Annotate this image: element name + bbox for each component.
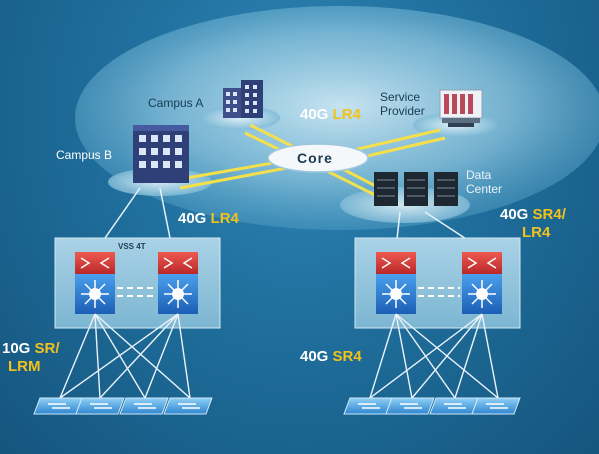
top-link-speed: 40G <box>300 106 329 123</box>
provider-label-line1: Service <box>380 90 421 104</box>
access-switch-icon <box>75 397 125 415</box>
left-uplink-label: 40G LR4 <box>178 210 239 228</box>
right-uplink-speed: 40G <box>500 206 529 223</box>
left-access-type-line1: SR/ <box>34 340 60 357</box>
vss-label: VSS 4T <box>118 242 146 251</box>
provider-label: Service Provider <box>380 90 425 118</box>
access-switch-icon <box>429 397 479 415</box>
campus-a-building-icon <box>223 80 263 118</box>
data-center-label-line2: Center <box>466 182 503 196</box>
left-access-switches <box>33 397 213 415</box>
access-switch-icon <box>385 397 435 415</box>
access-switch-icon <box>343 397 393 415</box>
provider-label-line2: Provider <box>380 104 425 118</box>
core-node <box>267 143 369 173</box>
right-access-type: SR4 <box>332 348 362 365</box>
data-center-label: Data Center <box>466 168 502 196</box>
right-access-label: 40G SR4 <box>300 348 362 366</box>
right-access-switches <box>343 397 521 415</box>
left-access-links <box>59 313 191 399</box>
right-uplink-label: 40G SR4/ LR4 <box>500 206 566 242</box>
left-uplink-type: LR4 <box>210 210 239 227</box>
campus-b-building-icon <box>133 125 189 183</box>
access-switch-icon <box>119 397 169 415</box>
access-switch-icon <box>163 397 213 415</box>
right-vss-link <box>418 287 460 297</box>
data-center-label-line1: Data <box>466 168 492 182</box>
right-access-speed: 40G <box>300 348 329 365</box>
access-switch-icon <box>33 397 83 415</box>
right-uplink-type-line2: LR4 <box>522 224 551 241</box>
data-center-servers-icon <box>374 172 458 206</box>
campus-b-label: Campus B <box>56 148 113 162</box>
left-vss-link <box>117 287 156 297</box>
left-access-label: 10G SR/ LRM <box>2 340 60 376</box>
left-access-speed: 10G <box>2 340 31 357</box>
top-link-label: 40G LR4 <box>300 106 361 124</box>
server-rack-icon <box>439 89 483 127</box>
right-distribution-switch-1-icon <box>376 252 416 314</box>
right-uplink-type-line1: SR4/ <box>532 206 566 223</box>
left-distribution-switch-1-icon <box>75 252 115 314</box>
access-switch-icon <box>471 397 521 415</box>
campus-a-label: Campus A <box>148 96 204 110</box>
right-distribution-switch-2-icon <box>462 252 502 314</box>
right-access-links <box>369 313 499 399</box>
left-uplink-speed: 40G <box>178 210 207 227</box>
left-access-type-line2: LRM <box>8 358 41 375</box>
left-distribution-switch-2-icon <box>158 252 198 314</box>
core-label: Core <box>297 150 333 166</box>
top-link-type: LR4 <box>332 106 361 123</box>
